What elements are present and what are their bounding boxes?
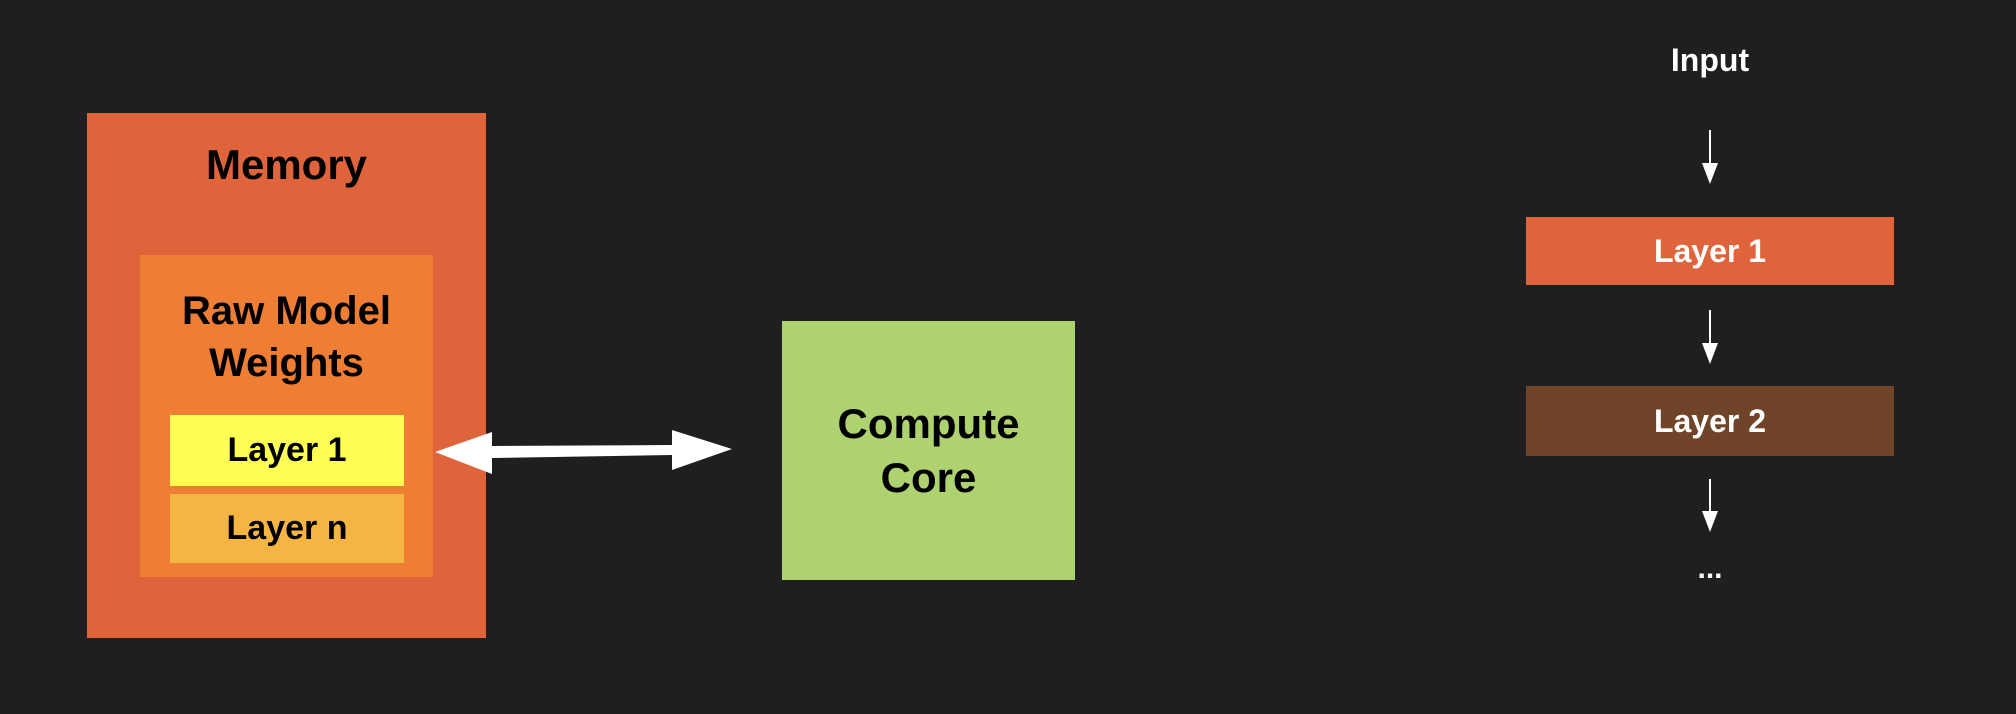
bidirectional-arrow-icon [435,430,732,474]
raw-weights-title: Raw Model Weights [182,289,391,385]
down-arrow-icon [1702,479,1718,532]
down-arrow-icon [1702,310,1718,364]
pipeline-layer-2: Layer 2 [1526,386,1894,456]
compute-core-block: Compute Core [782,321,1075,580]
memory-layer-n: Layer n [170,494,404,563]
input-label: Input [1670,42,1750,78]
memory-title: Memory [205,141,368,188]
pipeline-layer-1: Layer 1 [1526,217,1894,285]
down-arrow-icon [1702,130,1718,184]
ellipsis: ... [1697,552,1723,585]
memory-layer-1: Layer 1 [170,415,404,486]
